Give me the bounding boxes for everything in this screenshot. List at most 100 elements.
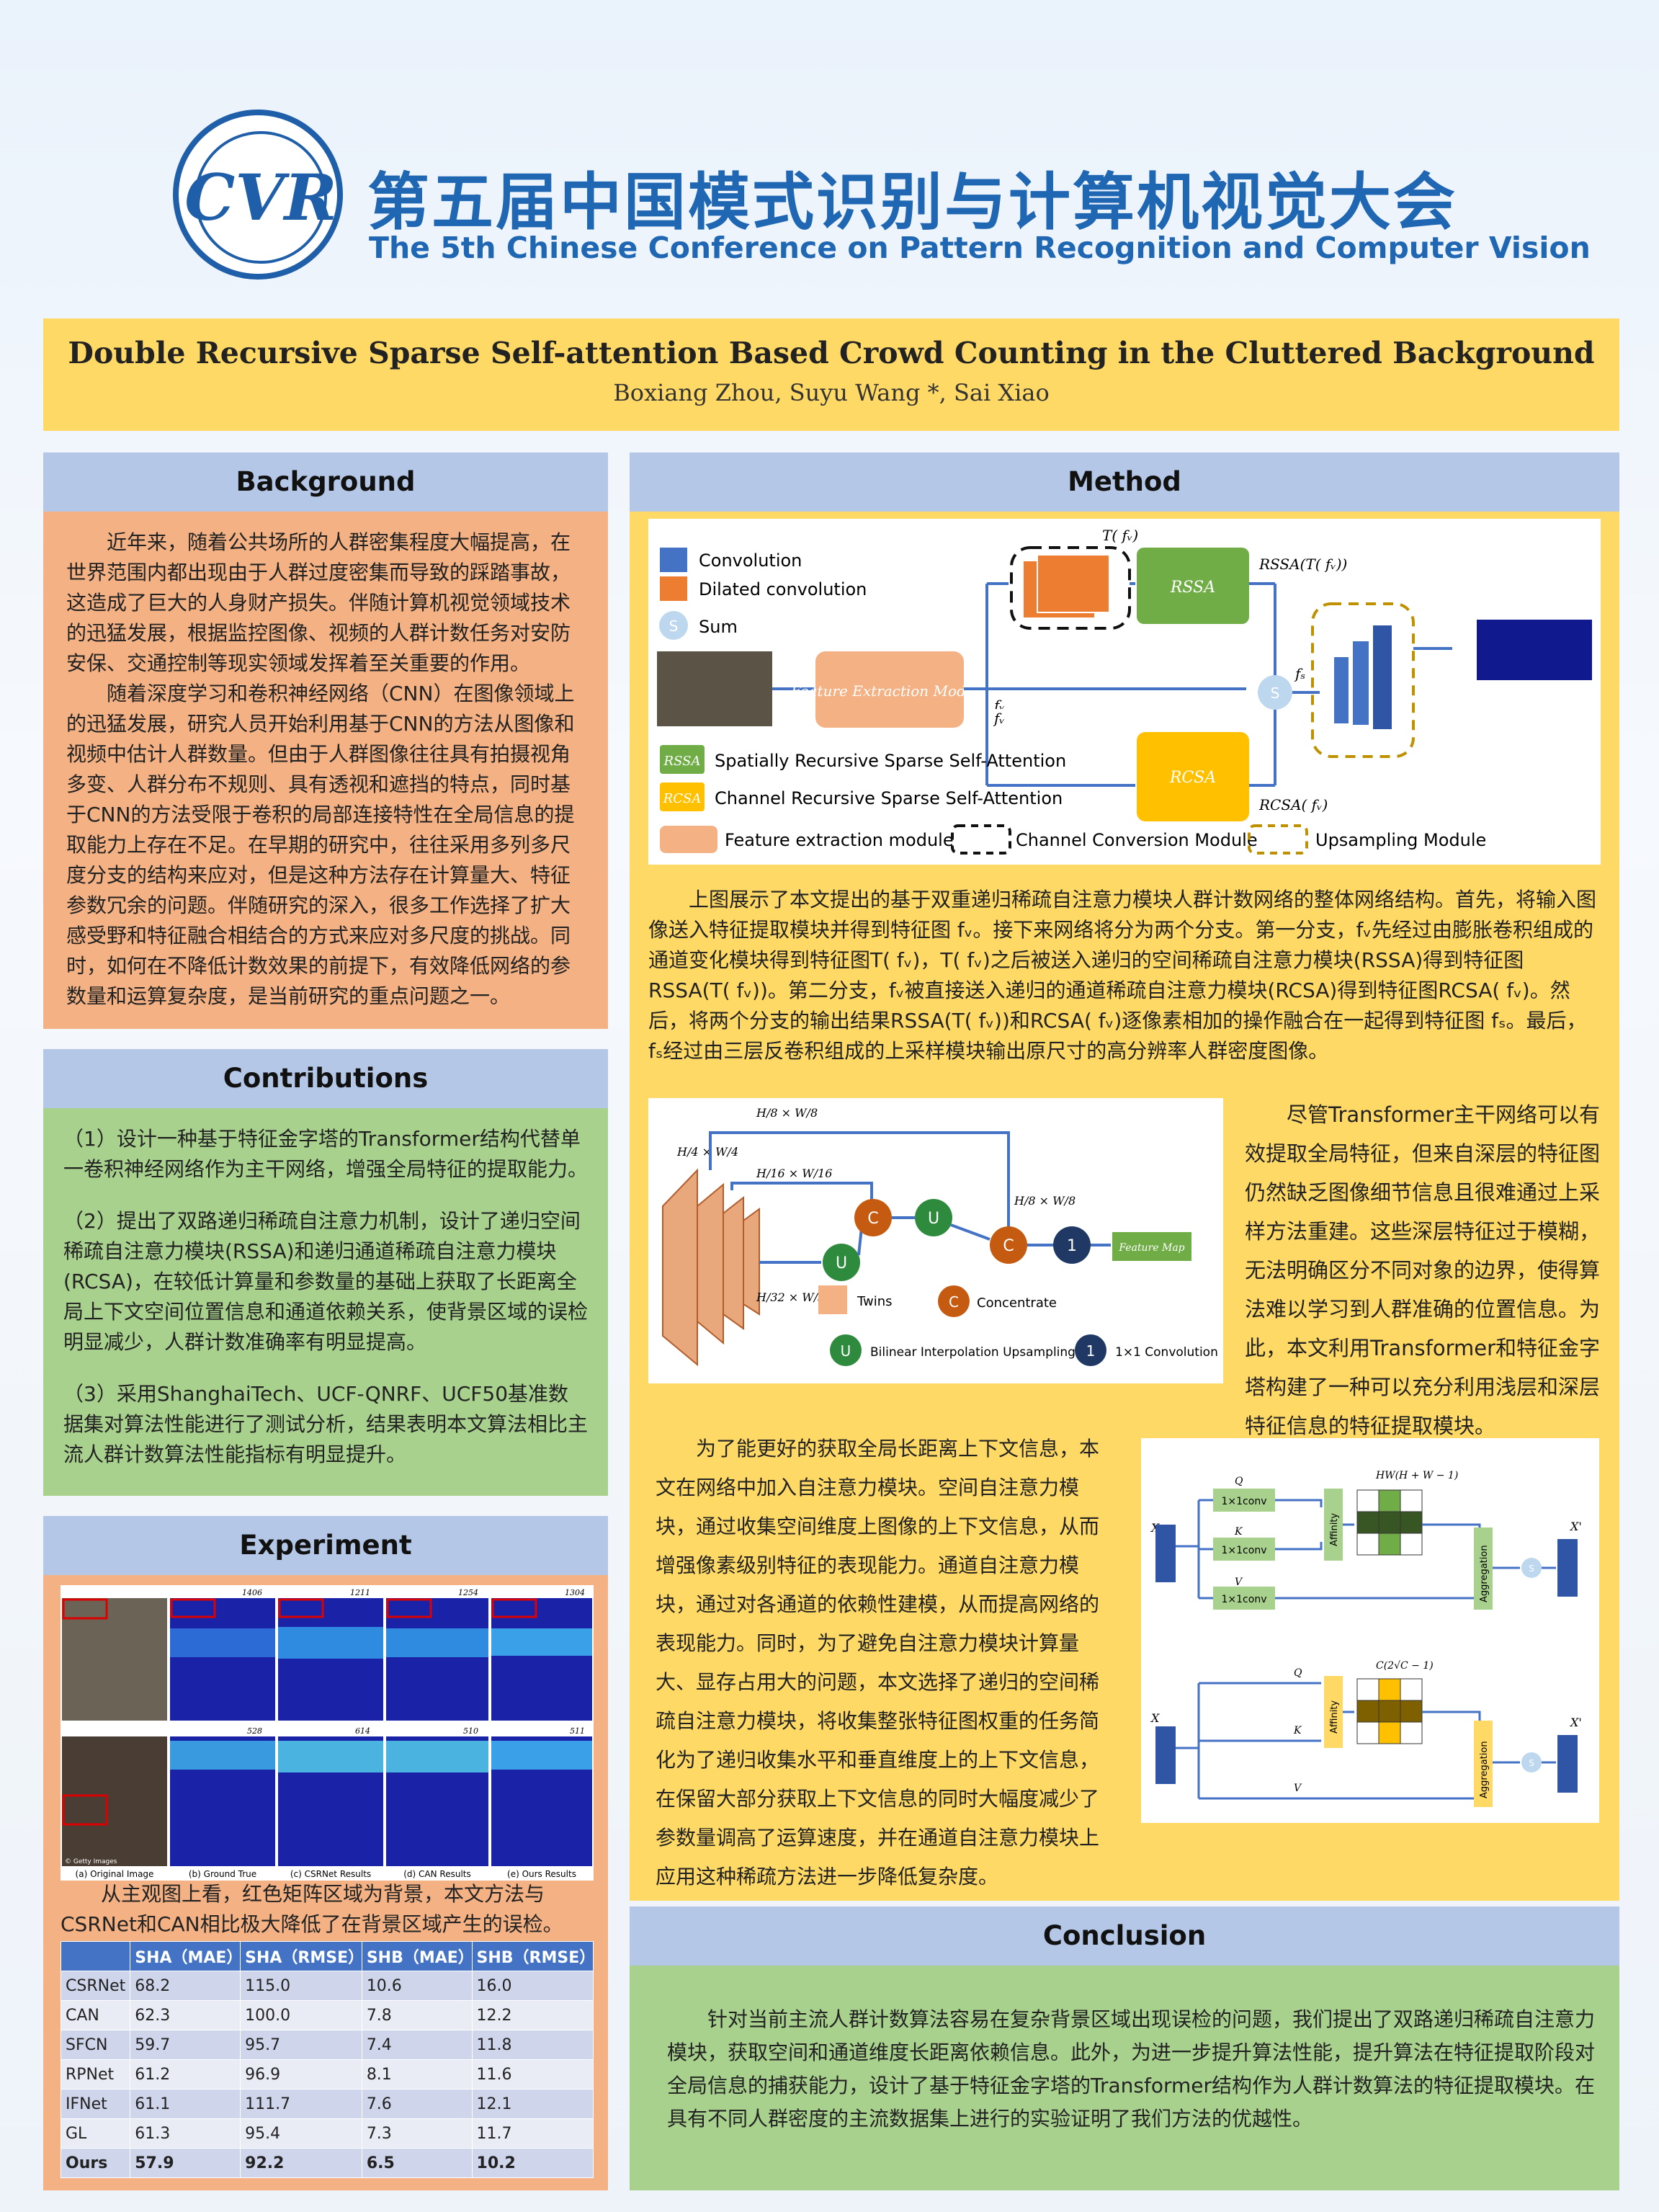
crowd-photo-2 — [62, 1736, 167, 1866]
table-cell: 57.9 — [130, 2148, 241, 2178]
sum-bottom-symbol: S — [1529, 1758, 1534, 1768]
method-heading: Method — [630, 452, 1619, 512]
upsampling-legend-circle — [830, 1334, 862, 1366]
density-csrnet-2-band — [278, 1741, 383, 1772]
size-eighth: H/8 × W/8 — [756, 1106, 818, 1120]
c-label: C(2√C − 1) — [1376, 1660, 1434, 1672]
feature-pyramid-diagram: H/4 × W/4 H/8 × W/8 H/16 × W/16 H/32 × W… — [648, 1098, 1223, 1383]
background-box-1 — [62, 1598, 108, 1620]
table-cell: IFNet — [60, 2089, 131, 2119]
row1-count-can: 1254 — [458, 1588, 478, 1597]
table-cell: 10.6 — [361, 1971, 473, 2001]
output-density-map — [1477, 620, 1592, 680]
table-cell: Ours — [60, 2148, 131, 2178]
density-csrnet-1-band — [278, 1627, 383, 1659]
feature-extraction-label: Feature Extraction Module — [790, 682, 988, 700]
caption-ground-true: (b) Ground True — [189, 1869, 256, 1879]
k-label-bottom: K — [1293, 1725, 1302, 1736]
density-gt-1 — [170, 1598, 275, 1721]
q-label-bottom: Q — [1294, 1667, 1302, 1679]
table-cell: 100.0 — [240, 2000, 362, 2030]
size-thirty-second: H/32 × W/32 — [756, 1290, 832, 1304]
fs-label: fₛ — [1294, 665, 1305, 682]
concat-node-1 — [854, 1199, 892, 1236]
concat-symbol-2: C — [1003, 1237, 1014, 1255]
density-gt-2-band — [170, 1741, 275, 1770]
sum-top — [1521, 1558, 1542, 1578]
table-cell: CAN — [60, 2000, 131, 2030]
channel-attention-grid — [1356, 1678, 1423, 1744]
th-method — [60, 1941, 131, 1971]
feature-legend-swatch — [660, 826, 717, 853]
upsample-symbol-1: U — [836, 1254, 847, 1272]
caption-can: (d) CAN Results — [403, 1869, 471, 1879]
concat-symbol-1: C — [867, 1210, 878, 1228]
concat-node-2 — [990, 1226, 1027, 1264]
table-cell: 95.4 — [240, 2118, 362, 2149]
rssa-box — [1137, 548, 1249, 624]
conference-logo: CVR — [173, 110, 343, 280]
x-out-label-bottom: X' — [1569, 1716, 1582, 1729]
rcsa-out-label: RCSA( fᵥ) — [1258, 796, 1328, 813]
t-fv-label: T( fᵥ) — [1102, 527, 1138, 544]
contribution-item-2: （2）提出了双路递归稀疏自注意力机制，设计了递归空间稀疏自注意力模块(RSSA)… — [63, 1209, 589, 1354]
spatial-attention-grid — [1356, 1489, 1423, 1556]
sum-legend-symbol: S — [669, 617, 679, 635]
conclusion-text: 针对当前主流人群计数算法容易在复杂背景区域出现误检的问题，我们提出了双路递归稀疏… — [667, 2007, 1596, 2131]
legend-rssa: Spatially Recursive Sparse Self-Attentio… — [715, 751, 1066, 771]
conv-legend-symbol: 1 — [1086, 1342, 1096, 1360]
size-sixteenth: H/16 × W/16 — [756, 1167, 832, 1180]
table-cell: 11.6 — [471, 2059, 594, 2090]
convolution-legend-swatch — [660, 548, 687, 572]
density-ours-1-band — [491, 1628, 592, 1656]
table-cell: 92.2 — [240, 2148, 362, 2178]
upsampling-box — [1311, 602, 1415, 758]
x-label-bottom: X — [1150, 1711, 1160, 1725]
table-cell: 7.4 — [361, 2030, 473, 2060]
method-paragraph-3: 为了能更好的获取全局长距离上下文信息，本文在网络中加入自注意力模块。空间自注意力… — [656, 1437, 1100, 1888]
legend-dilated: Dilated convolution — [699, 579, 867, 599]
getty-watermark: © Getty Images — [65, 1858, 117, 1865]
upsampling-legend-swatch — [1248, 824, 1308, 855]
rcsa-box — [1137, 732, 1249, 821]
affinity-bottom-label: Affinity — [1329, 1700, 1340, 1734]
table-cell: 12.1 — [471, 2089, 594, 2119]
arrow-q-affinity-top — [1275, 1499, 1323, 1507]
table-cell: 12.2 — [471, 2000, 594, 2030]
deconv-1 — [1334, 657, 1349, 723]
legend-channel-conversion: Channel Conversion Module — [1016, 830, 1258, 850]
aggregation-bottom — [1474, 1721, 1493, 1807]
conv-node — [1053, 1226, 1091, 1264]
table-cell: 7.3 — [361, 2118, 473, 2149]
density-can-1 — [386, 1598, 488, 1721]
rssa-label: RSSA — [1170, 579, 1215, 597]
table-cell: 61.2 — [130, 2059, 241, 2090]
background-paragraph-2: 随着深度学习和卷积神经网络（CNN）在图像领域上的迅猛发展，研究人员开始利用基于… — [66, 682, 575, 1008]
table-cell: 6.5 — [361, 2148, 473, 2178]
legend-1x1-conv: 1×1 Convolution — [1115, 1345, 1218, 1360]
caption-ours: (e) Ours Results — [507, 1869, 576, 1879]
sum-node — [1258, 675, 1292, 710]
aggregation-top-label: Aggregation — [1479, 1545, 1490, 1602]
row2-count-ours: 511 — [570, 1726, 585, 1736]
table-cell: 8.1 — [361, 2059, 473, 2090]
x-out-label-top: X' — [1569, 1520, 1582, 1533]
th-sha-mae: SHA（MAE） — [130, 1941, 242, 1971]
table-cell: 59.7 — [130, 2030, 241, 2060]
contribution-item-1: （1）设计一种基于特征金字塔的Transformer结构代替单一卷积神经网络作为… — [63, 1127, 589, 1181]
channel-conversion-box — [1010, 546, 1131, 630]
feature-map-label: Feature Map — [1118, 1242, 1184, 1254]
arrow-u-c2 — [950, 1223, 991, 1241]
rcsa-label: RCSA — [1169, 769, 1216, 787]
background-box-ours-1 — [491, 1598, 537, 1618]
twins-stage-4 — [743, 1208, 760, 1316]
conclusion-panel: 针对当前主流人群计数算法容易在复杂背景区域出现误检的问题，我们提出了双路递归稀疏… — [630, 1966, 1619, 2190]
fv-label-bg — [991, 709, 1020, 726]
density-can-2-band — [386, 1741, 488, 1772]
density-csrnet-1 — [278, 1598, 383, 1721]
